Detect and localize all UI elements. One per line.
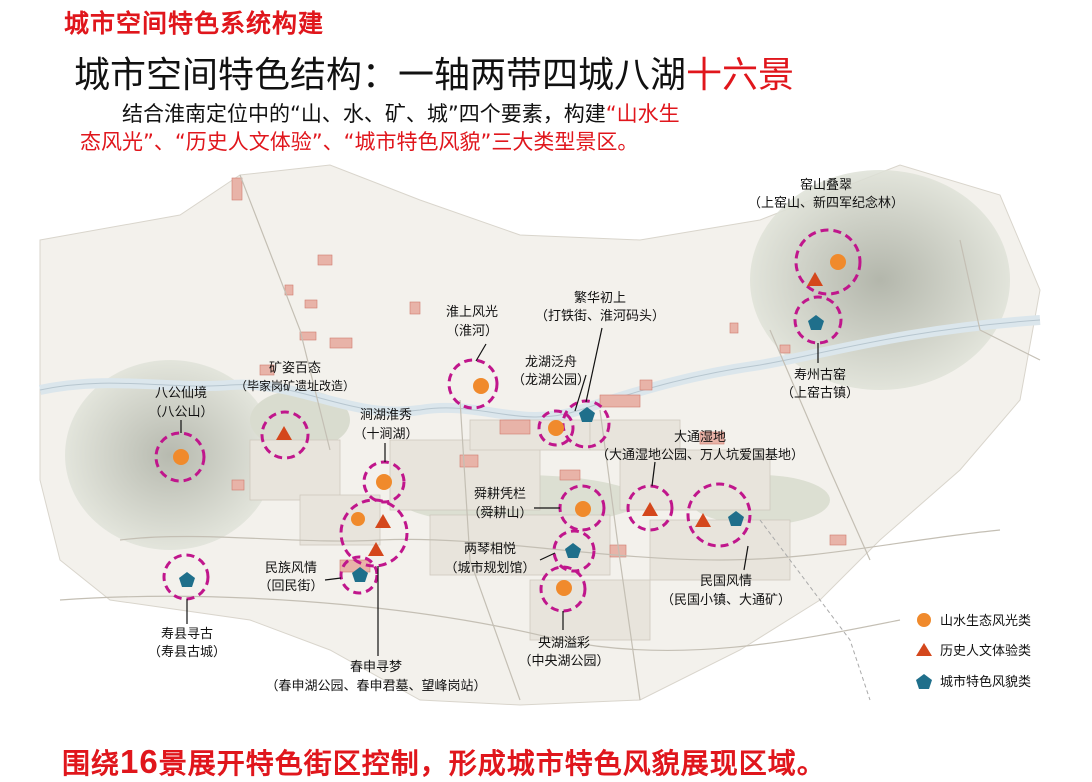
- ring-minzu[interactable]: [339, 555, 379, 595]
- label-jianhu-name: 涧湖淮秀: [360, 408, 412, 423]
- site-markers: [173, 254, 846, 596]
- circle-marker: [351, 512, 365, 526]
- label-kuangzi-name: 矿姿百态: [269, 360, 321, 376]
- triangle-marker: [807, 272, 823, 286]
- label-liangqin-name: 两琴相悦: [464, 542, 516, 557]
- circle-marker: [556, 580, 572, 596]
- site-labels: 窑山叠翠 （上窑山、新四军纪念林） 寿州古窑 （上窑古镇） 繁华初上 （打铁街、…: [148, 177, 904, 694]
- circle-marker: [830, 254, 846, 270]
- label-shouzhou-sub: （上窑古镇）: [781, 385, 859, 401]
- ring-yanghu[interactable]: [539, 565, 587, 613]
- ring-datong[interactable]: [626, 484, 674, 532]
- label-bagong-name: 八公仙境: [155, 386, 207, 401]
- label-yanghu-name: 央湖溢彩: [538, 636, 590, 651]
- intro-red1: “山水生: [605, 102, 680, 126]
- legend-label-citystyle: 城市特色风貌类: [940, 674, 1031, 690]
- ring-chunshen[interactable]: [339, 498, 409, 568]
- legend-pentagon-icon: [916, 674, 932, 689]
- legend-circle-icon: [917, 613, 931, 627]
- label-shungeng-name: 舜耕凭栏: [474, 486, 526, 502]
- legend-label-landscape: 山水生态风光类: [940, 614, 1031, 629]
- triangle-marker: [695, 513, 711, 527]
- label-shouxian-sub: （寿县古城）: [148, 645, 226, 660]
- label-chunshen-name: 春申寻梦: [350, 660, 402, 675]
- page-title-main: 城市空间特色结构：一轴两带四城八湖: [74, 55, 687, 96]
- pentagon-marker: [352, 567, 368, 582]
- city-feature-map: 窑山叠翠 （上窑山、新四军纪念林） 寿州古窑 （上窑古镇） 繁华初上 （打铁街、…: [38, 164, 1041, 706]
- ring-longhu[interactable]: [537, 409, 575, 447]
- ring-huaishang[interactable]: [447, 358, 499, 410]
- section-title: 城市空间特色系统构建: [64, 9, 325, 38]
- label-shungeng-sub: （舜耕山）: [467, 505, 532, 521]
- label-kuangzi-sub: （毕家岗矿遗址改造）: [235, 378, 355, 393]
- circle-marker: [473, 378, 489, 394]
- ring-shouzhou[interactable]: [793, 295, 843, 345]
- legend-triangle-icon: [916, 643, 932, 656]
- ring-bagong[interactable]: [154, 431, 206, 483]
- leader-lines: [180, 327, 819, 656]
- label-minguo-sub: （民国小镇、大通矿）: [661, 593, 791, 608]
- label-longhu-sub: （龙湖公园）: [512, 373, 590, 388]
- triangle-marker: [276, 426, 292, 440]
- pentagon-marker: [565, 543, 581, 558]
- footer-post: 景展开特色街区控制，形成城市特色风貌展现区域。: [158, 747, 826, 780]
- footer-pre: 围绕: [62, 747, 121, 780]
- ring-shouxian[interactable]: [162, 553, 210, 601]
- intro-line2-end: 三大类型景区。: [491, 130, 639, 154]
- label-datong-name: 大通湿地: [674, 430, 726, 445]
- label-minzu-name: 民族风情: [265, 560, 317, 576]
- triangle-marker: [375, 514, 391, 528]
- intro-red2: 态风光”、“历史人文体验”、“城市特色风貌”: [80, 130, 492, 154]
- label-huaishang-sub: （淮河）: [446, 324, 498, 339]
- ring-minguo[interactable]: [686, 482, 752, 548]
- ring-jianhu[interactable]: [362, 460, 406, 504]
- label-bagong-sub: （八公山）: [148, 405, 213, 420]
- label-yanghu-sub: （中央湖公园）: [518, 654, 609, 669]
- page-title: 城市空间特色结构：一轴两带四城八湖十六景: [74, 46, 794, 98]
- label-chunshen-sub: （春申湖公园、春申君墓、望峰岗站）: [265, 678, 486, 694]
- legend: 山水生态风光类 历史人文体验类 城市特色风貌类: [916, 613, 1031, 690]
- legend-label-history: 历史人文体验类: [940, 643, 1031, 659]
- label-yaoshan-name: 窑山叠翠: [800, 177, 852, 193]
- label-liangqin-sub: （城市规划馆）: [444, 560, 535, 576]
- label-datong-sub: （大通湿地公园、万人坑爱国基地）: [596, 448, 804, 463]
- circle-marker: [548, 420, 564, 436]
- circle-marker: [376, 474, 392, 490]
- page-title-highlight: 十六景: [686, 55, 795, 96]
- label-huaishang-name: 淮上风光: [446, 305, 498, 320]
- label-fanhua-name: 繁华初上: [574, 290, 626, 306]
- label-yaoshan-sub: （上窑山、新四军纪念林）: [748, 195, 904, 211]
- footer-num: 16: [120, 743, 159, 780]
- footer-text: 围绕16景展开特色街区控制，形成城市特色风貌展现区域。: [62, 742, 826, 782]
- label-shouxian-name: 寿县寻古: [161, 627, 213, 642]
- triangle-marker: [368, 542, 384, 556]
- label-jianhu-sub: （十涧湖）: [353, 427, 418, 442]
- circle-marker: [575, 501, 591, 517]
- pentagon-marker: [728, 511, 744, 526]
- label-fanhua-sub: （打铁街、淮河码头）: [535, 309, 665, 324]
- label-shouzhou-name: 寿州古窑: [794, 367, 846, 383]
- triangle-marker: [642, 502, 658, 516]
- pentagon-marker: [179, 572, 195, 587]
- intro-line1: 结合淮南定位中的“山、水、矿、城”四个要素，构建: [122, 102, 606, 126]
- label-longhu-name: 龙湖泛舟: [525, 355, 577, 370]
- label-minguo-name: 民国风情: [700, 574, 752, 589]
- ring-yaoshan[interactable]: [794, 228, 862, 296]
- pentagon-marker: [808, 315, 824, 330]
- pentagon-marker: [579, 407, 595, 422]
- intro-text: 结合淮南定位中的“山、水、矿、城”四个要素，构建“山水生 态风光”、“历史人文体…: [80, 100, 840, 156]
- ring-kuangzi[interactable]: [260, 410, 310, 460]
- circle-marker: [173, 449, 189, 465]
- label-minzu-sub: （回民街）: [258, 579, 323, 594]
- ring-liangqin[interactable]: [552, 529, 596, 573]
